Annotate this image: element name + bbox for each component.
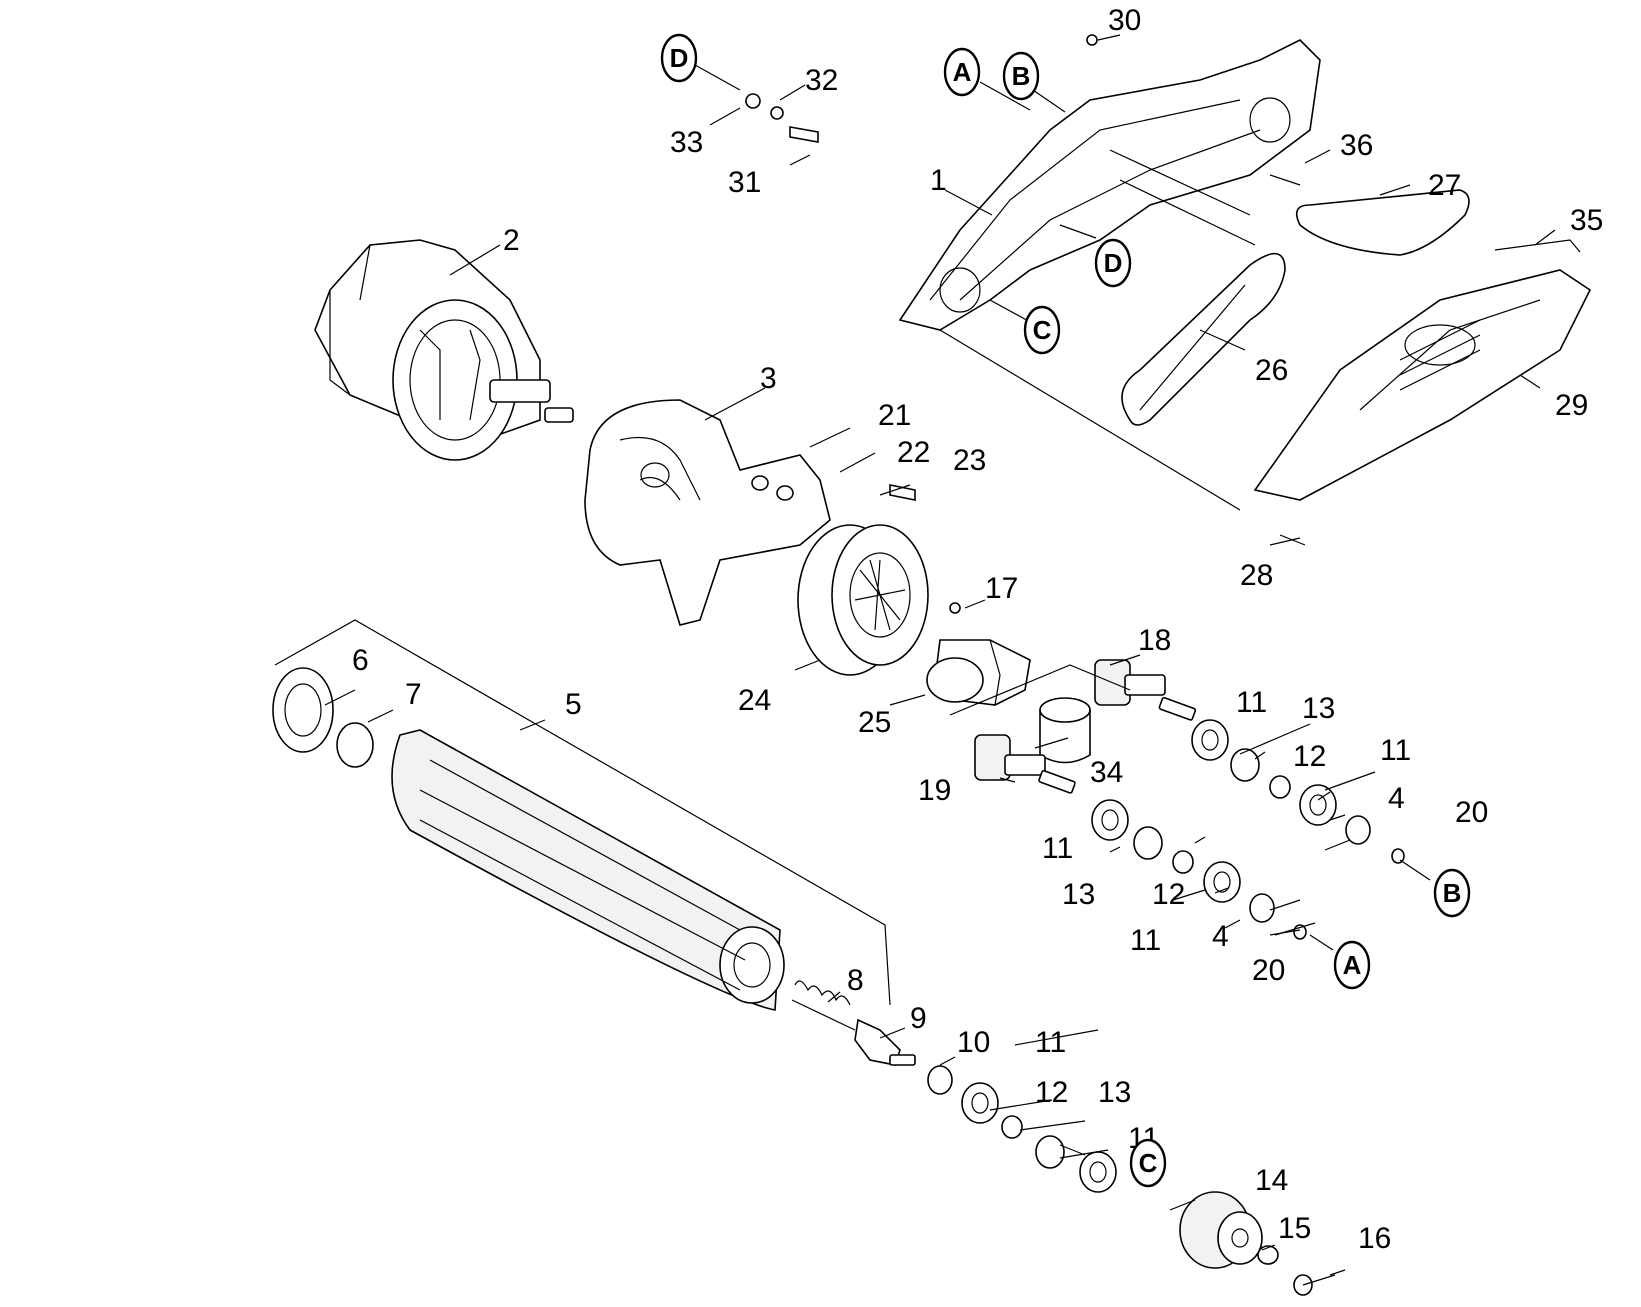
part-label-20-b: 20 xyxy=(1252,954,1285,987)
part-label-6: 6 xyxy=(352,644,369,677)
part-label-30: 30 xyxy=(1108,4,1141,37)
svg-text:D: D xyxy=(1104,248,1123,278)
small-fasteners xyxy=(745,34,1581,614)
part-label-5: 5 xyxy=(565,688,582,721)
part-label-19: 19 xyxy=(918,774,951,807)
reference-callout-b-shaft: B xyxy=(1433,868,1471,918)
part-label-11-b: 11 xyxy=(1380,734,1411,767)
part-label-3: 3 xyxy=(760,362,777,395)
part-label-36: 36 xyxy=(1340,129,1373,162)
part-label-12-b: 12 xyxy=(1152,878,1185,911)
motor-housing-part xyxy=(584,399,831,626)
part-label-9: 9 xyxy=(910,1002,927,1035)
part-label-17: 17 xyxy=(985,572,1018,605)
svg-text:A: A xyxy=(953,57,972,87)
part-label-16: 16 xyxy=(1358,1222,1391,1255)
svg-text:C: C xyxy=(1033,315,1052,345)
reference-callout-d-frame: D xyxy=(1094,238,1132,288)
leader-lines xyxy=(274,34,1556,1276)
part-label-4-lower: 4 xyxy=(1212,920,1229,953)
svg-text:B: B xyxy=(1012,61,1031,91)
part-label-12-a: 12 xyxy=(1293,740,1326,773)
part-number-labels: 1 2 3 4 4 5 6 7 8 9 10 11 11 11 11 11 11… xyxy=(352,4,1603,1255)
part-label-31: 31 xyxy=(728,166,761,199)
reference-callout-c-shaft: C xyxy=(1129,1138,1167,1188)
svg-text:C: C xyxy=(1139,1148,1158,1178)
part-label-18: 18 xyxy=(1138,624,1171,657)
part-label-7: 7 xyxy=(405,678,422,711)
part-label-11-d: 11 xyxy=(1130,924,1161,957)
gear-shaft-upper-part xyxy=(1094,659,1197,721)
part-label-11-c: 11 xyxy=(1042,832,1073,865)
brush-roller-part xyxy=(391,729,785,1011)
part-label-27: 27 xyxy=(1428,169,1461,202)
part-label-20-a: 20 xyxy=(1455,796,1488,829)
part-label-11-a: 11 xyxy=(1236,686,1267,719)
reference-callout-a-shaft: A xyxy=(1333,940,1371,990)
svg-text:B: B xyxy=(1443,878,1462,908)
reference-callout-d-bolt: D xyxy=(660,33,698,83)
drive-belt-large-part xyxy=(1121,252,1286,426)
reference-callout-c-frame: C xyxy=(1023,305,1061,355)
main-frame-part xyxy=(898,39,1321,331)
grease-can-part xyxy=(1039,697,1091,764)
bearings-and-rings xyxy=(751,475,1405,1265)
part-label-35: 35 xyxy=(1570,204,1603,237)
screw-part xyxy=(1293,1274,1336,1296)
drive-shaft-part xyxy=(854,1018,916,1066)
reference-letter-callouts: A B D D C C B A xyxy=(660,33,1471,1188)
part-label-29: 29 xyxy=(1555,389,1588,422)
part-label-13-c: 13 xyxy=(1098,1076,1131,1109)
part-label-28: 28 xyxy=(1240,559,1273,592)
part-label-34: 34 xyxy=(1090,756,1123,789)
part-label-11-e: 11 xyxy=(1035,1026,1066,1059)
spring-part xyxy=(791,980,856,1031)
svg-text:D: D xyxy=(670,43,689,73)
part-label-26: 26 xyxy=(1255,354,1288,387)
part-label-2: 2 xyxy=(503,224,520,257)
reference-callout-b-frame: B xyxy=(1002,51,1040,101)
part-label-10: 10 xyxy=(957,1026,990,1059)
part-label-25: 25 xyxy=(858,706,891,739)
brush-end-cap-part xyxy=(272,667,374,768)
part-label-15: 15 xyxy=(1278,1212,1311,1245)
svg-text:A: A xyxy=(1343,950,1362,980)
motor-part xyxy=(314,239,574,461)
part-label-21: 21 xyxy=(878,399,911,432)
part-label-23: 23 xyxy=(953,444,986,477)
part-label-12-c: 12 xyxy=(1035,1076,1068,1109)
part-label-8: 8 xyxy=(847,964,864,997)
part-label-13-b: 13 xyxy=(1062,878,1095,911)
part-label-22: 22 xyxy=(897,436,930,469)
part-label-13-a: 13 xyxy=(1302,692,1335,725)
part-label-24: 24 xyxy=(738,684,771,717)
gear-shaft-lower-part xyxy=(974,734,1076,794)
fan-part xyxy=(797,524,929,676)
part-label-32: 32 xyxy=(805,64,838,97)
part-label-14: 14 xyxy=(1255,1164,1288,1197)
part-label-4-upper: 4 xyxy=(1388,782,1405,815)
drive-belt-small-part xyxy=(1295,189,1470,256)
part-label-33: 33 xyxy=(670,126,703,159)
gearbox-cover-part xyxy=(926,639,1031,706)
belt-cover-part xyxy=(1253,269,1592,501)
drive-gear-part xyxy=(1179,1191,1263,1269)
part-label-1: 1 xyxy=(930,164,947,197)
reference-callout-a-frame: A xyxy=(943,47,981,97)
